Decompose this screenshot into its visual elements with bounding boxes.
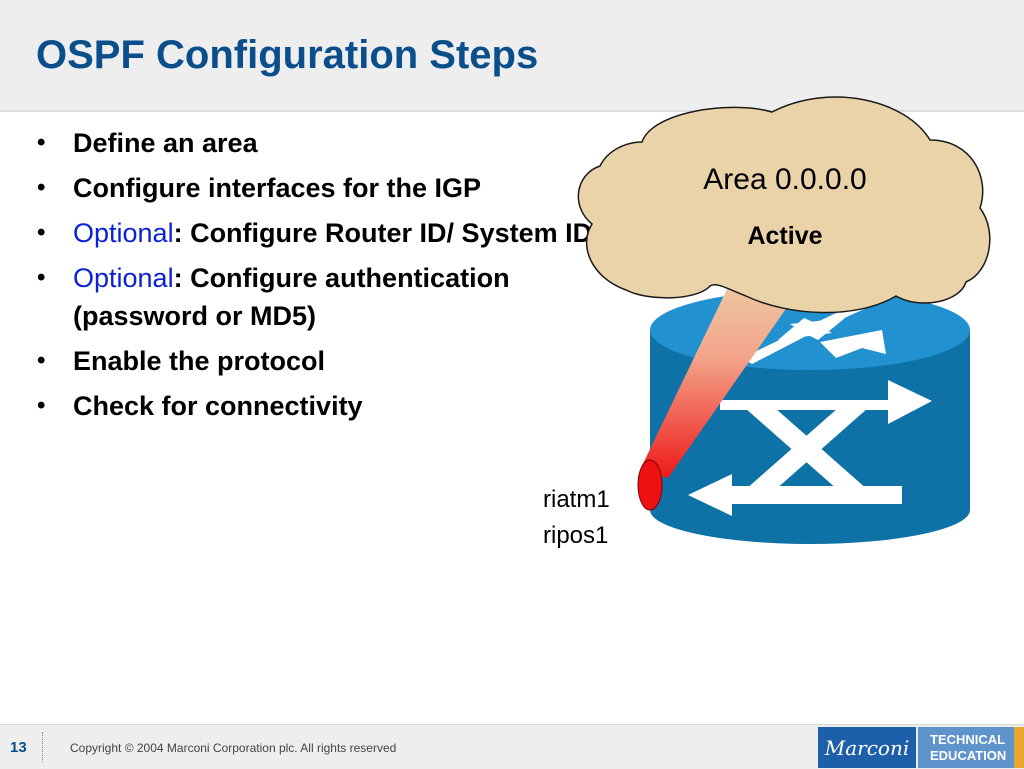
area-status-label: Active (747, 222, 823, 250)
technical-education-badge: TECHNICAL EDUCATION (918, 727, 1014, 768)
bullet-item: • Optional: Configure Router ID/ System I… (30, 214, 610, 252)
bullet-text: : Configure authentication (password or … (73, 263, 510, 331)
interface-label: riatm1 (543, 486, 610, 513)
optional-label: Optional (73, 218, 174, 248)
router-cross-arrows-icon (688, 380, 932, 516)
title-band: OSPF Configuration Steps (0, 0, 1024, 112)
bullet-dot: • (37, 264, 46, 291)
bullet-dot: • (37, 347, 46, 374)
interface-marker (637, 459, 663, 511)
interface-label: ripos1 (543, 522, 609, 549)
copyright-text: Copyright © 2004 Marconi Corporation plc… (70, 741, 397, 755)
bullet-text: Configure interfaces for the IGP (73, 173, 482, 203)
badge-line-2: EDUCATION (930, 748, 1007, 763)
bullet-dot: • (37, 174, 46, 201)
bullet-item: • Define an area (30, 124, 610, 162)
bullet-dot: • (37, 392, 46, 419)
optional-label: Optional (73, 263, 174, 293)
area-cloud (577, 96, 991, 314)
bullet-item: • Enable the protocol (30, 342, 610, 380)
badge-line-1: TECHNICAL (930, 732, 1006, 747)
bullet-text: Define an area (73, 128, 258, 158)
bullet-item: • Check for connectivity (30, 387, 610, 425)
status-beam (640, 258, 806, 478)
area-label: Area 0.0.0.0 (703, 163, 867, 196)
slide-title: OSPF Configuration Steps (36, 33, 539, 77)
bullet-item: • Optional: Configure authentication (pas… (30, 259, 610, 335)
bullet-text: Check for connectivity (73, 391, 363, 421)
page-number: 13 (10, 739, 27, 756)
bullet-item: • Configure interfaces for the IGP (30, 169, 610, 207)
bullet-text: : Configure Router ID/ System ID (173, 218, 593, 248)
marconi-logo: Marconi (818, 727, 916, 768)
bullet-list: • Define an area • Configure interfaces fo… (30, 124, 610, 432)
footer-divider (42, 732, 43, 762)
bullet-text: Enable the protocol (73, 346, 326, 376)
accent-strip (1014, 727, 1024, 768)
bullet-dot: • (37, 129, 46, 156)
bullet-dot: • (37, 219, 46, 246)
